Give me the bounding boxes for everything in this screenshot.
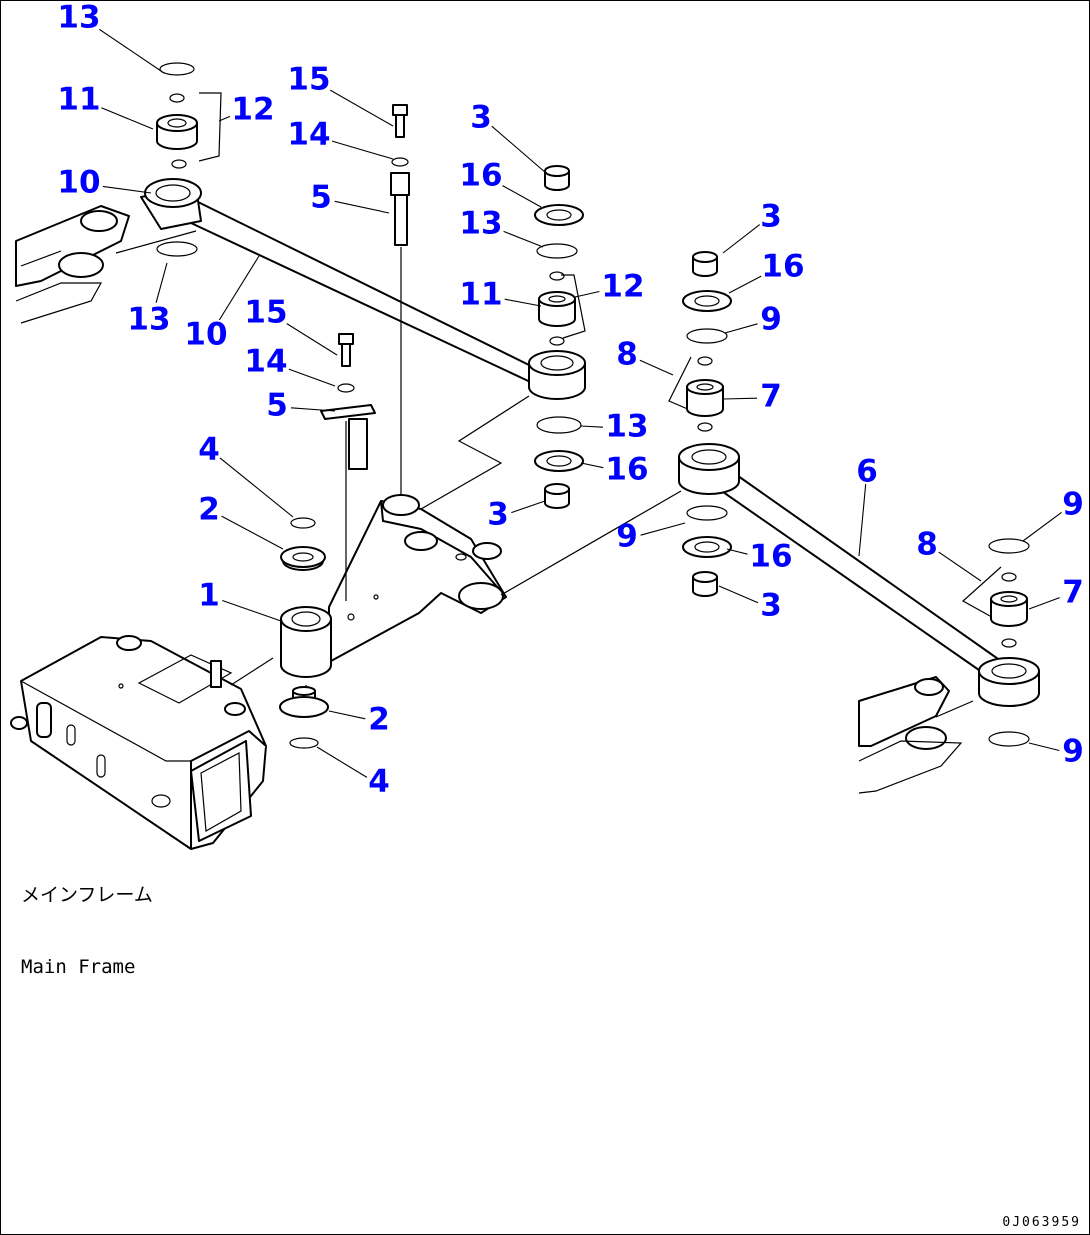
right-linkage: [858, 676, 963, 794]
callout-c11b: 11: [459, 277, 502, 313]
callout-c14b: 14: [244, 344, 287, 380]
exploded-parts: [156, 62, 1030, 749]
leader-c10b: [218, 255, 260, 321]
leader-c3b: [511, 500, 546, 514]
callout-c16c: 16: [761, 249, 804, 285]
callout-c3b: 3: [487, 497, 509, 533]
leader-c15b: [286, 323, 338, 356]
leader-c5b: [290, 407, 336, 412]
leader-c10a: [102, 185, 152, 194]
callout-c10b: 10: [184, 317, 227, 353]
leader-c9d: [1028, 742, 1060, 752]
leader-c16d: [726, 548, 748, 555]
leader-c12a: [218, 115, 231, 122]
callout-c1: 1: [198, 578, 220, 614]
leader-c15a: [329, 89, 394, 127]
callout-c11a: 11: [57, 82, 100, 118]
leader-c13d: [580, 425, 604, 428]
callout-c16a: 16: [459, 158, 502, 194]
left-linkage: [15, 205, 130, 324]
leader-c12b: [574, 290, 600, 298]
callout-c13d: 13: [605, 409, 648, 445]
callout-c4a: 4: [198, 432, 220, 468]
leader-c8b: [938, 551, 982, 582]
callout-c4b: 4: [368, 764, 390, 800]
drawing-code: 0J063959: [1002, 1215, 1081, 1230]
leader-c8a: [639, 359, 674, 376]
leader-c2b: [328, 710, 366, 720]
leader-c1: [222, 599, 282, 622]
callout-c9b: 9: [616, 519, 638, 555]
callout-c3a: 3: [470, 100, 492, 136]
leader-c9c: [1022, 511, 1062, 542]
caption-japanese: メインフレーム: [21, 884, 153, 906]
leader-c13b: [155, 262, 168, 303]
alignment-lines: [115, 92, 1002, 718]
callout-c15a: 15: [287, 62, 330, 98]
callout-c10a: 10: [57, 165, 100, 201]
callout-c13a: 13: [57, 1, 100, 36]
callout-leaders: [98, 28, 1062, 778]
leader-c9a: [724, 323, 758, 334]
callout-c9c: 9: [1062, 487, 1084, 523]
callout-c16d: 16: [749, 539, 792, 575]
leader-c4a: [219, 457, 294, 518]
callout-c9d: 9: [1062, 734, 1084, 770]
leader-c5a: [334, 200, 390, 214]
arm-10: [140, 178, 586, 400]
leader-c14b: [288, 368, 336, 387]
callout-c5b: 5: [266, 388, 288, 424]
callout-c9a: 9: [760, 302, 782, 338]
leader-c3c: [722, 224, 761, 254]
callout-c12b: 12: [601, 269, 644, 305]
leader-c13a: [98, 28, 165, 74]
callout-c2b: 2: [368, 702, 390, 738]
leader-c16c: [728, 275, 762, 294]
callout-c3c: 3: [760, 199, 782, 235]
caption-english: Main Frame: [21, 956, 136, 978]
center-bracket: [280, 494, 507, 678]
leader-c9b: [640, 522, 686, 536]
leader-c11a: [101, 107, 154, 130]
leader-c7a: [722, 397, 758, 400]
leader-c2a: [221, 515, 284, 550]
callout-c13b: 13: [127, 302, 170, 338]
leader-c16a: [502, 185, 542, 208]
leader-c13c: [503, 230, 544, 248]
arm-6: [678, 443, 1040, 707]
callout-c13c: 13: [459, 206, 502, 242]
leader-c16b: [580, 462, 604, 469]
leader-c11b: [504, 298, 542, 307]
callout-c14a: 14: [287, 117, 330, 153]
callout-c7b: 7: [1062, 575, 1084, 611]
main-frame-caption: メインフレーム Main Frame: [21, 835, 153, 1027]
leader-c6: [858, 484, 867, 557]
callout-c2a: 2: [198, 492, 220, 528]
leader-c7b: [1028, 597, 1060, 610]
callout-c6: 6: [856, 454, 878, 490]
callout-c12a: 12: [231, 92, 274, 128]
callout-c16b: 16: [605, 452, 648, 488]
callout-c8b: 8: [916, 527, 938, 563]
leader-c14a: [331, 140, 394, 160]
main-frame: [10, 635, 267, 850]
callout-c8a: 8: [616, 337, 638, 373]
leader-c3a: [491, 125, 547, 174]
callout-c7a: 7: [760, 379, 782, 415]
callout-c15b: 15: [244, 295, 287, 331]
callout-c5a: 5: [310, 180, 332, 216]
leader-c4b: [316, 746, 368, 778]
callout-c3d: 3: [760, 588, 782, 624]
leader-c3d: [718, 585, 759, 604]
